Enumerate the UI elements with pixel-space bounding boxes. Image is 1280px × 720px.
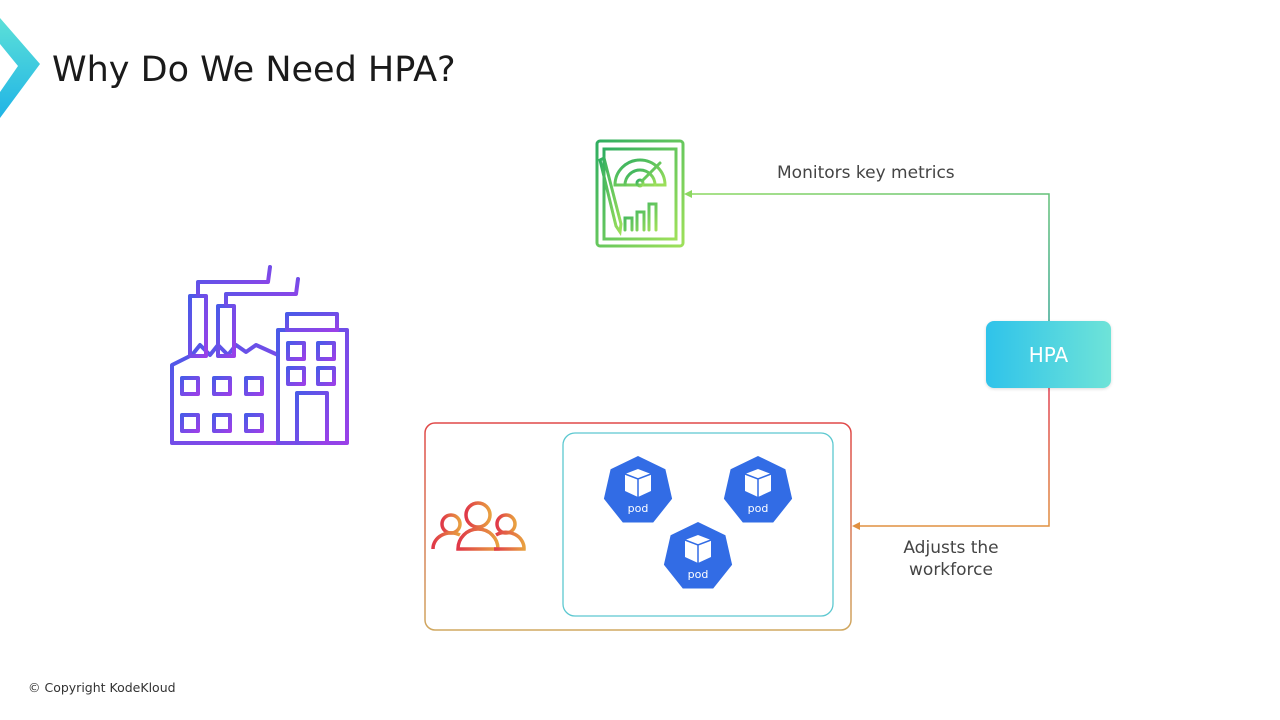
factory-icon bbox=[170, 265, 349, 445]
pod-icon: pod bbox=[723, 456, 793, 523]
pod-label: pod bbox=[628, 502, 649, 515]
pod-label: pod bbox=[688, 568, 709, 581]
monitor-connector bbox=[684, 190, 1050, 321]
hpa-label: HPA bbox=[1028, 342, 1069, 367]
page-title: Why Do We Need HPA? bbox=[52, 50, 456, 90]
metrics-dashboard-icon bbox=[595, 139, 685, 248]
workforce-box bbox=[424, 422, 852, 631]
pod-group-box bbox=[562, 432, 834, 617]
adjust-label-line2: workforce bbox=[909, 560, 993, 580]
adjust-connector bbox=[852, 388, 1050, 530]
pod-label: pod bbox=[748, 502, 769, 515]
hpa-box: HPA bbox=[986, 321, 1111, 388]
kodekloud-logo-icon bbox=[0, 18, 40, 118]
pod-icon: pod bbox=[603, 456, 673, 523]
pod-icon: pod bbox=[663, 522, 733, 589]
copyright-footer: © Copyright KodeKloud bbox=[28, 680, 176, 695]
adjust-label-line1: Adjusts the bbox=[903, 538, 999, 558]
adjust-label: Adjusts the workforce bbox=[891, 537, 1011, 581]
arrow-head-icon bbox=[684, 190, 692, 198]
monitor-label: Monitors key metrics bbox=[777, 163, 955, 183]
people-icon bbox=[431, 501, 526, 551]
arrow-head-icon bbox=[852, 522, 860, 530]
